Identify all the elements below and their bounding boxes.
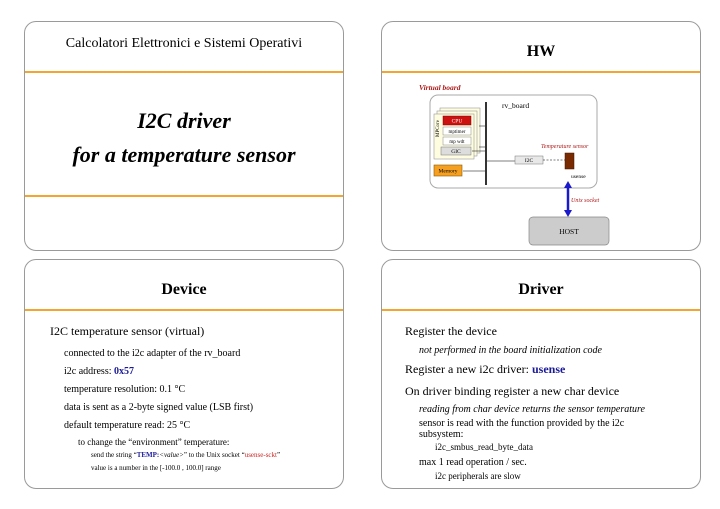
host-label: HOST bbox=[559, 227, 579, 236]
cpu-box bbox=[442, 115, 472, 126]
driver-bullet-reading: reading from char device returns the sen… bbox=[419, 404, 645, 415]
send-prefix: send the string “ bbox=[91, 451, 137, 459]
device-bullet-resolution: temperature resolution: 0.1 °C bbox=[64, 384, 186, 395]
gic-label: GIC bbox=[451, 149, 461, 155]
socket-name: usense-sckt bbox=[244, 451, 277, 459]
arrow-down-icon bbox=[564, 210, 572, 217]
hw-title-rule bbox=[382, 71, 700, 73]
driver-title-rule bbox=[382, 309, 700, 311]
device-bullet-format: data is sent as a 2-byte signed value (L… bbox=[64, 402, 254, 413]
i2c-address-value: 0x57 bbox=[114, 366, 134, 377]
mpwdt-label: mp wdt bbox=[449, 140, 465, 145]
slide-main-title-line2: for a temperature sensor bbox=[72, 142, 296, 167]
driver-bullet-sensor-read: sensor is read with the function provide… bbox=[419, 418, 625, 440]
cpu-label: CPU bbox=[452, 119, 463, 125]
title-top-rule bbox=[25, 71, 343, 73]
driver-bullet-max-read: max 1 read operation / sec. bbox=[419, 457, 527, 468]
slide-main-title-line1: I2C driver bbox=[137, 108, 231, 133]
driver-bullet-not-performed: not performed in the board initializatio… bbox=[419, 345, 602, 356]
temp-value-placeholder: <value> bbox=[159, 451, 184, 459]
i2c-label: I2C bbox=[525, 158, 534, 164]
hw-slide: HW Virtual board rv_board MPCore CPU mpt… bbox=[381, 21, 701, 251]
device-bullet-default: default temperature read: 25 °C bbox=[64, 420, 191, 431]
unix-socket-label: Unix socket bbox=[571, 198, 599, 204]
address-prefix: i2c address: bbox=[64, 366, 114, 377]
device-bullet-adapter: connected to the i2c adapter of the rv_b… bbox=[64, 348, 241, 359]
device-title-rule bbox=[25, 309, 343, 311]
mptimer-box bbox=[442, 126, 472, 136]
driver-bullet-register-device: Register the device bbox=[405, 324, 497, 338]
course-name: Calcolatori Elettronici e Sistemi Operat… bbox=[65, 36, 303, 51]
rv-board-label: rv_board bbox=[502, 101, 529, 110]
driver-bullet-function: i2c_smbus_read_byte_data bbox=[435, 442, 533, 452]
mpcore-label: MPCore bbox=[436, 119, 441, 137]
device-bullet-change: to change the “environment” temperature: bbox=[78, 437, 230, 447]
device-bullet-address: i2c address: 0x57 bbox=[64, 366, 134, 377]
hw-diagram: Virtual board rv_board MPCore CPU mptime… bbox=[419, 83, 610, 246]
device-bullet-send: send the string “TEMP:<value>” to the Un… bbox=[91, 451, 280, 459]
register-driver-prefix: Register a new i2c driver: bbox=[405, 362, 532, 376]
mpwdt-box bbox=[442, 136, 472, 146]
send-suffix: ” bbox=[276, 451, 281, 459]
title-bottom-rule bbox=[25, 195, 343, 197]
title-slide: Calcolatori Elettronici e Sistemi Operat… bbox=[24, 21, 344, 251]
device-bullet-1: I2C temperature sensor (virtual) bbox=[50, 324, 205, 338]
driver-bullet-register-driver: Register a new i2c driver: usense bbox=[405, 362, 565, 377]
gic-box bbox=[440, 146, 472, 156]
device-slide-title: Device bbox=[161, 281, 207, 298]
host-box bbox=[528, 216, 610, 246]
driver-name: usense bbox=[531, 362, 566, 376]
sensor-chip bbox=[564, 152, 575, 170]
device-slide: Device I2C temperature sensor (virtual) … bbox=[24, 259, 344, 489]
hw-slide-title: HW bbox=[526, 43, 556, 60]
driver-slide: Driver Register the device not performed… bbox=[381, 259, 701, 489]
driver-bullet-slow: i2c peripherals are slow bbox=[435, 471, 521, 481]
temp-keyword: TEMP: bbox=[136, 451, 160, 459]
usense-label: usense bbox=[571, 174, 586, 180]
virtual-board-label: Virtual board bbox=[419, 83, 461, 92]
memory-box bbox=[433, 164, 463, 177]
driver-slide-title: Driver bbox=[518, 281, 564, 298]
mptimer-label: mptimer bbox=[449, 130, 466, 135]
send-mid: ” to the Unix socket “ bbox=[183, 451, 245, 459]
driver-bullet-char-device: On driver binding register a new char de… bbox=[405, 384, 620, 398]
arrow-up-icon bbox=[564, 181, 572, 188]
memory-label: Memory bbox=[439, 169, 458, 175]
device-bullet-range: value is a number in the [-100.0 , 100.0… bbox=[91, 464, 221, 472]
temperature-sensor-label: Temperature sensor bbox=[541, 144, 589, 150]
